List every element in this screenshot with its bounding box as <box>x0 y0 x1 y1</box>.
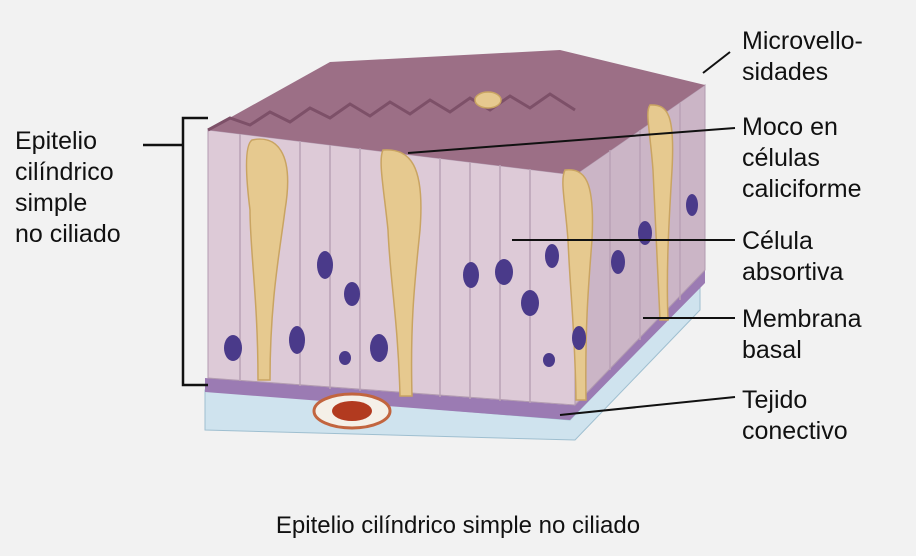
left-bracket <box>181 116 208 387</box>
label-moco-caliciforme: Moco en células caliciforme <box>742 113 862 203</box>
microvilli-fringe <box>207 92 576 132</box>
microvilli-surface <box>208 50 705 175</box>
label-tejido-conectivo: Tejido conectivo <box>742 386 848 445</box>
label-microvellosidades: Microvello- sidades <box>742 27 863 86</box>
goblet-cells <box>245 91 674 401</box>
label-membrana-basal: Membrana basal <box>742 305 862 364</box>
pointer-lines <box>407 51 736 416</box>
label-epitelio-cilindrico: Epitelio cilíndrico simple no ciliado <box>15 127 121 248</box>
figure-caption: Epitelio cilíndrico simple no ciliado <box>275 512 641 539</box>
label-celula-absortiva: Célula absortiva <box>742 227 844 286</box>
cell-nuclei <box>224 194 698 367</box>
blood-vessel <box>312 392 392 430</box>
